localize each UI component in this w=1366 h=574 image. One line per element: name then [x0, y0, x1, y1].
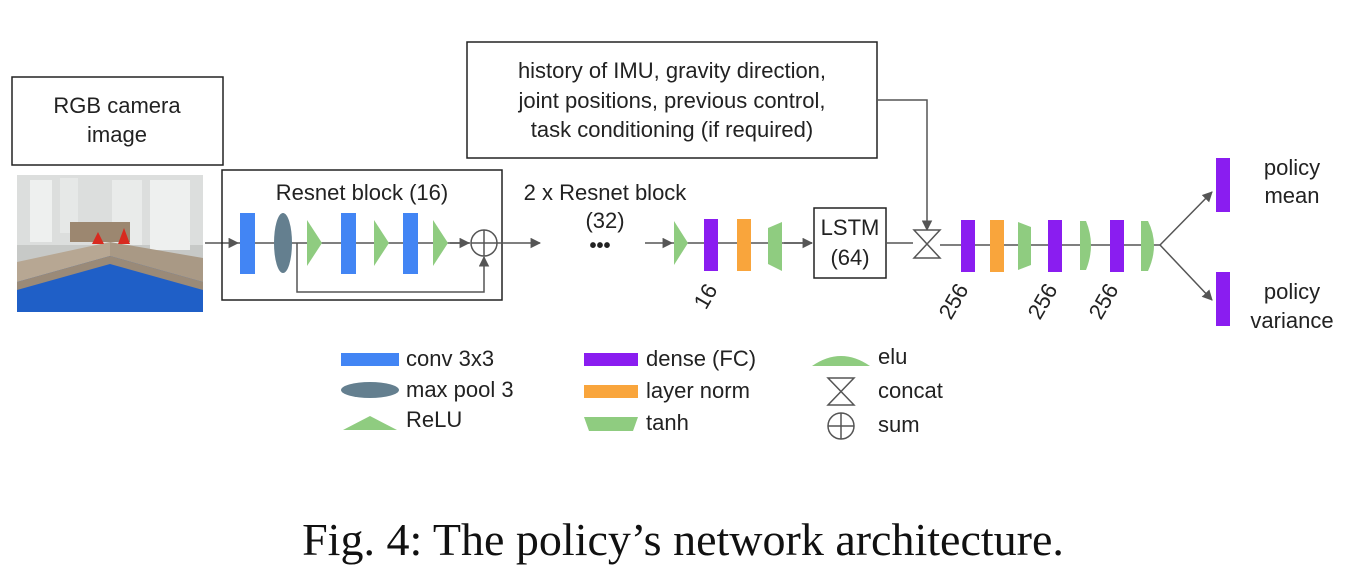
resnet-block-box	[221, 169, 503, 301]
resnet-repeat-line1: 2 x Resnet block	[524, 180, 688, 205]
legend-dense-label: dense (FC)	[646, 346, 756, 371]
dense-layer-256	[1110, 220, 1124, 272]
dense-256-label: 256	[1083, 279, 1123, 323]
sum-op	[470, 229, 498, 257]
camera-image	[17, 175, 203, 312]
proprio-line2: joint positions, previous control,	[518, 88, 826, 113]
relu-layer	[307, 220, 322, 266]
conv-layer	[240, 213, 255, 274]
skip-connection	[296, 243, 490, 293]
relu-layer	[674, 221, 688, 265]
conv-layer	[341, 213, 356, 274]
legend-concat-label: concat	[878, 378, 943, 403]
resnet-repeat-line2: (32)	[585, 208, 624, 233]
dense-256-label: 256	[1022, 279, 1062, 323]
dense-layer-256	[1048, 220, 1062, 272]
lstm-size: (64)	[830, 245, 869, 270]
policy-variance-line1: policy	[1264, 279, 1320, 304]
legend-elu-label: elu	[878, 344, 907, 369]
legend-tanh-label: tanh	[646, 410, 689, 435]
input-label-box	[11, 76, 224, 166]
proprio-line3: task conditioning (if required)	[531, 117, 813, 142]
arrow-to-variance	[1159, 244, 1213, 301]
lstm-label: LSTM	[821, 215, 880, 240]
tanh-layer	[768, 222, 782, 271]
dense-256-label: 256	[933, 279, 973, 323]
dense-16-label: 16	[689, 279, 723, 313]
arrow-proprio-to-concat	[877, 99, 933, 232]
policy-mean-layer	[1216, 158, 1230, 212]
legend-elu-swatch	[812, 356, 870, 366]
concat-op	[912, 229, 942, 259]
legend-maxpool-label: max pool 3	[406, 377, 514, 402]
lstm-box	[813, 207, 887, 279]
input-label-line2: image	[87, 122, 147, 147]
dense-layer-16	[704, 219, 718, 271]
input-label-line1: RGB camera	[53, 93, 181, 118]
dense-layer-256	[961, 220, 975, 272]
legend-dense-swatch	[584, 353, 638, 366]
legend-layernorm-swatch	[584, 385, 638, 398]
legend-conv-label: conv 3x3	[406, 346, 494, 371]
conv-layer	[403, 213, 418, 274]
legend-sum-swatch	[827, 412, 855, 440]
network-architecture-diagram: RGB camera image Resnet block (16)	[11, 41, 1334, 440]
elu-layer	[1080, 221, 1091, 270]
legend-relu-label: ReLU	[406, 407, 462, 432]
relu-layer	[374, 220, 389, 266]
legend-relu-swatch	[343, 416, 397, 430]
relu-layer	[433, 220, 448, 266]
policy-variance-layer	[1216, 272, 1230, 326]
legend-maxpool-swatch	[341, 382, 399, 398]
arrow-to-mean	[1159, 191, 1213, 246]
tanh-layer	[1018, 222, 1031, 270]
resnet-repeat-ellipsis: •••	[589, 235, 610, 257]
elu-layer	[1141, 221, 1154, 271]
proprio-line1: history of IMU, gravity direction,	[518, 58, 826, 83]
legend: conv 3x3 max pool 3 ReLU dense (FC) laye…	[341, 344, 943, 440]
policy-mean-line1: policy	[1264, 155, 1320, 180]
proprio-input-box	[466, 41, 878, 159]
legend-conv-swatch	[341, 353, 399, 366]
figure-caption: Fig. 4: The policy’s network architectur…	[302, 514, 1064, 565]
legend-layernorm-label: layer norm	[646, 378, 750, 403]
maxpool-layer	[274, 213, 292, 273]
legend-sum-label: sum	[878, 412, 920, 437]
legend-concat-swatch	[826, 377, 856, 406]
legend-tanh-swatch	[584, 417, 638, 431]
layernorm-layer	[737, 219, 751, 271]
layernorm-layer	[990, 220, 1004, 272]
policy-mean-line2: mean	[1264, 183, 1319, 208]
resnet-block-title: Resnet block (16)	[276, 180, 448, 205]
policy-variance-line2: variance	[1250, 308, 1333, 333]
